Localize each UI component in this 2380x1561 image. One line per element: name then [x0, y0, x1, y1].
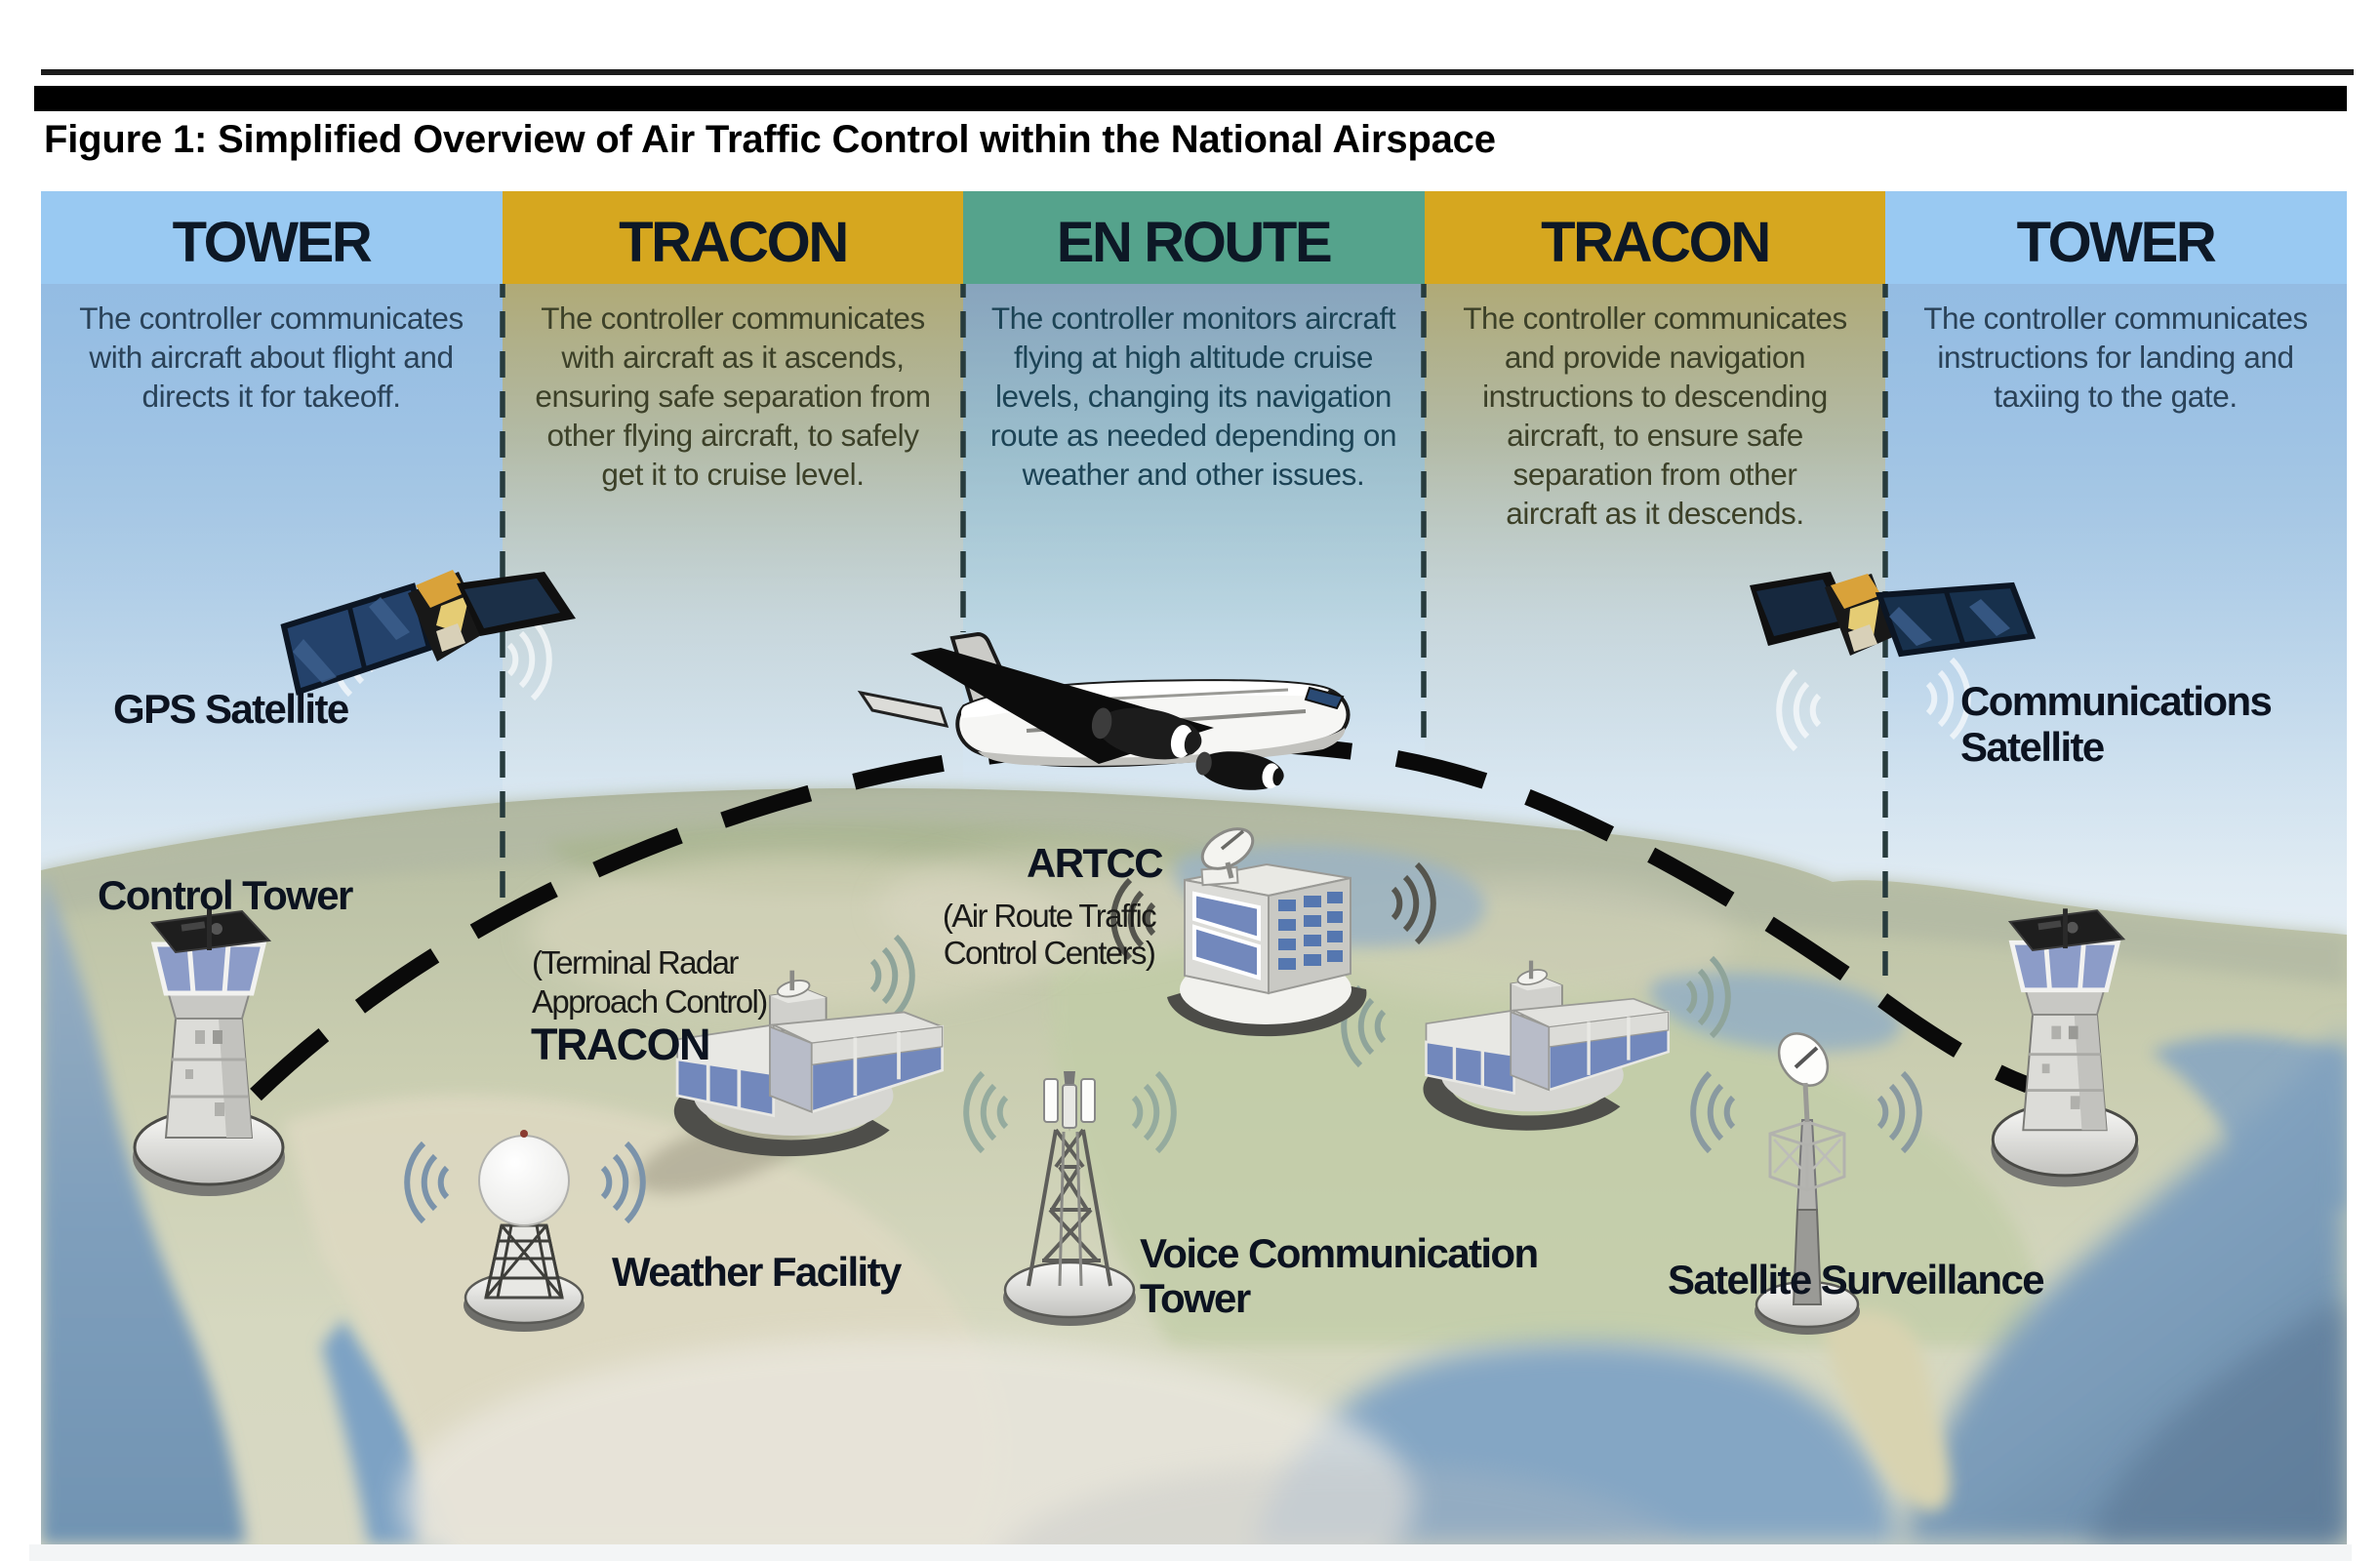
svg-text:instructions to descending: instructions to descending	[1482, 379, 1828, 414]
svg-text:aircraft, to ensure safe: aircraft, to ensure safe	[1507, 418, 1803, 453]
svg-text:Control Tower: Control Tower	[98, 872, 353, 918]
svg-text:Communications: Communications	[1960, 678, 2272, 724]
svg-text:TRACON: TRACON	[531, 1020, 709, 1069]
svg-text:TRACON: TRACON	[619, 211, 847, 274]
svg-text:ensuring safe separation from: ensuring safe separation from	[535, 379, 930, 414]
svg-text:The controller communicates: The controller communicates	[1463, 300, 1847, 336]
svg-text:Tower: Tower	[1140, 1275, 1251, 1321]
svg-text:Figure 1: Simplified Overview: Figure 1: Simplified Overview of Air Tra…	[44, 118, 1496, 161]
svg-text:taxiing to the gate.: taxiing to the gate.	[1994, 379, 2237, 414]
svg-text:Satellite Surveillance: Satellite Surveillance	[1668, 1257, 2043, 1302]
svg-text:Approach Control): Approach Control)	[532, 983, 767, 1020]
svg-text:Weather Facility: Weather Facility	[612, 1249, 903, 1295]
svg-text:ARTCC: ARTCC	[1027, 840, 1163, 886]
svg-text:GPS Satellite: GPS Satellite	[113, 686, 348, 732]
svg-text:and provide navigation: and provide navigation	[1505, 340, 1805, 375]
svg-text:instructions for landing and: instructions for landing and	[1937, 340, 2293, 375]
svg-text:weather and other issues.: weather and other issues.	[1022, 457, 1365, 492]
svg-text:levels, changing its navigatio: levels, changing its navigation	[995, 379, 1392, 414]
svg-text:TRACON: TRACON	[1541, 211, 1769, 274]
svg-text:flying at high altitude cruise: flying at high altitude cruise	[1014, 340, 1373, 375]
svg-text:The controller monitors aircra: The controller monitors aircraft	[991, 300, 1396, 336]
svg-text:The controller communicates: The controller communicates	[541, 300, 925, 336]
svg-text:(Terminal Radar: (Terminal Radar	[532, 944, 739, 981]
svg-text:The controller communicates: The controller communicates	[1923, 300, 2308, 336]
svg-text:(Air Route Traffic: (Air Route Traffic	[943, 898, 1156, 934]
svg-text:The controller communicates: The controller communicates	[79, 300, 464, 336]
svg-text:get it to cruise level.: get it to cruise level.	[601, 457, 864, 492]
svg-text:Control Centers): Control Centers)	[944, 935, 1155, 971]
svg-text:aircraft as it descends.: aircraft as it descends.	[1506, 496, 1804, 531]
svg-text:EN ROUTE: EN ROUTE	[1057, 211, 1331, 274]
svg-text:with aircraft about flight and: with aircraft about flight and	[88, 340, 453, 375]
svg-text:separation from other: separation from other	[1513, 457, 1796, 492]
svg-text:Satellite: Satellite	[1960, 724, 2104, 770]
svg-text:other flying aircraft, to safe: other flying aircraft, to safely	[546, 418, 919, 453]
svg-text:directs it for takeoff.: directs it for takeoff.	[141, 379, 400, 414]
svg-text:with aircraft as it ascends,: with aircraft as it ascends,	[560, 340, 904, 375]
svg-text:TOWER: TOWER	[2017, 211, 2216, 274]
svg-text:Voice Communication: Voice Communication	[1140, 1230, 1538, 1276]
svg-text:route as needed depending on: route as needed depending on	[990, 418, 1396, 453]
svg-text:TOWER: TOWER	[173, 211, 372, 274]
